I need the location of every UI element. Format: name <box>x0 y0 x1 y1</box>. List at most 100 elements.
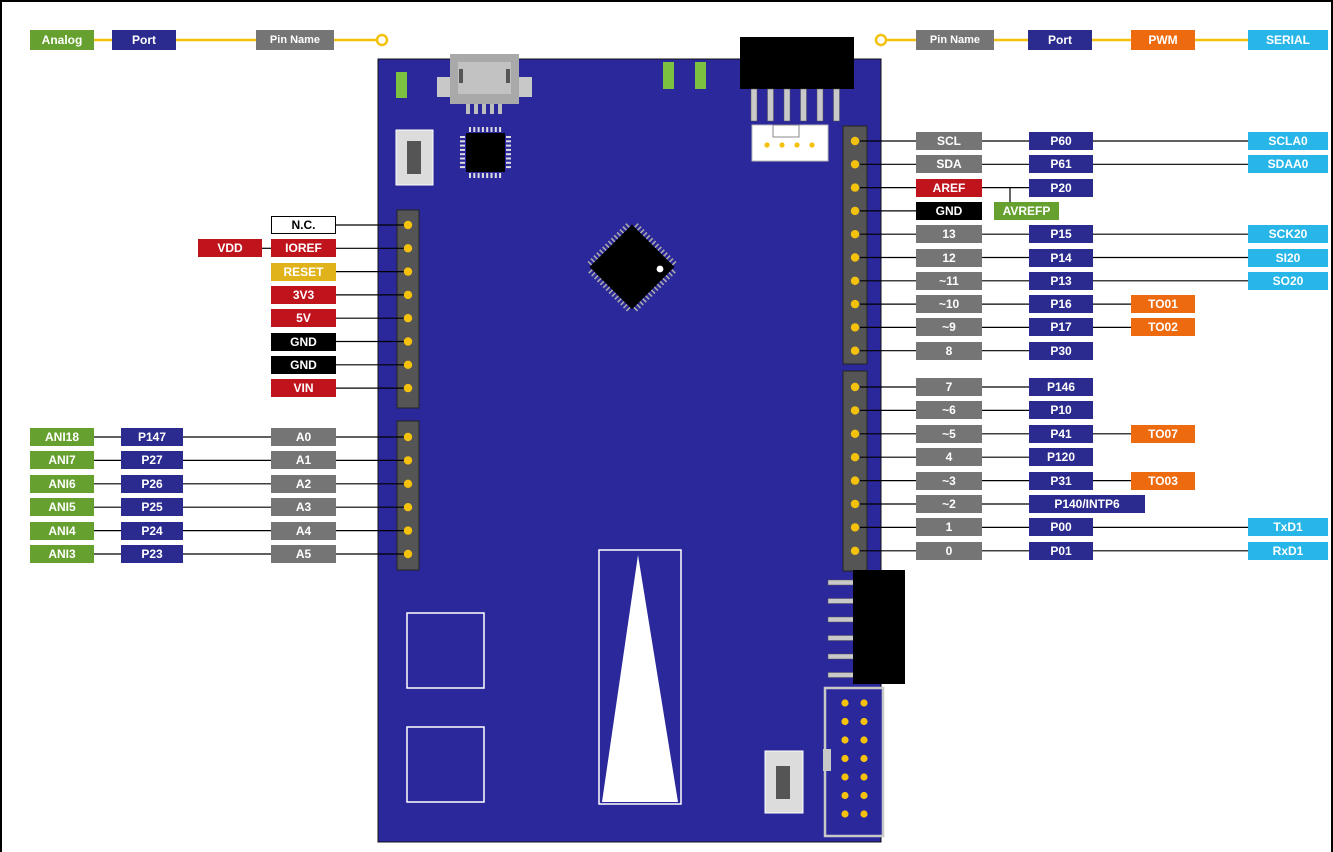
header-pin <box>403 244 413 253</box>
digital-pin-label: SDA <box>916 155 982 174</box>
header-pin <box>850 453 860 462</box>
digital-pwm-label: TO01 <box>1131 295 1195 314</box>
mcu-pin <box>588 269 593 274</box>
digital-pin-label: ~6 <box>916 401 982 420</box>
debug-header-pin <box>841 773 849 781</box>
mcu-pin <box>645 234 651 240</box>
analog-function-label: ANI5 <box>30 498 94 517</box>
header-pin <box>403 456 413 465</box>
ic-pin <box>460 148 465 151</box>
header-pin <box>403 479 413 488</box>
digital-port-label: P20 <box>1029 178 1093 197</box>
pad-outline-1 <box>406 612 485 689</box>
legend-left-pin-icon <box>375 33 389 47</box>
digital-port-label: P00 <box>1029 518 1093 537</box>
debug-header-pin <box>860 717 868 726</box>
ic-pin <box>469 173 471 178</box>
header-pin <box>403 526 413 535</box>
digital-pin-label: ~11 <box>916 271 982 290</box>
status-led-2 <box>695 62 706 89</box>
header-pin <box>850 253 860 262</box>
debug-header-pin <box>860 791 868 800</box>
digital-pin-label: AREF <box>916 178 982 197</box>
header-pin <box>403 267 413 276</box>
power-pin-label: RESET <box>271 262 336 281</box>
digital-serial-label: SDAA0 <box>1248 155 1328 174</box>
digital-pin-label: ~5 <box>916 424 982 443</box>
ic-pin <box>460 161 465 164</box>
mcu-pin <box>593 255 598 260</box>
analog-pin-label: A3 <box>271 498 336 517</box>
header-pin <box>403 360 413 369</box>
digital-pin-label: 1 <box>916 518 982 537</box>
mcu-pin <box>619 228 625 234</box>
debug-header-pin <box>841 717 849 726</box>
digital-pin-label: ~9 <box>916 318 982 337</box>
ic-pin <box>477 127 480 132</box>
ic-pin <box>473 127 476 132</box>
mcu-pin <box>639 228 645 234</box>
pcb-board <box>377 58 882 843</box>
digital-port-label: P10 <box>1029 401 1093 420</box>
mcu-pin <box>599 249 604 254</box>
header-pin <box>850 206 860 216</box>
ic-pin <box>460 144 465 147</box>
mcu-pin <box>668 272 673 277</box>
analog-pin-label: A0 <box>271 428 336 446</box>
analog-pin-label: A1 <box>271 451 336 470</box>
top-header-pin <box>750 88 758 122</box>
analog-function-label: ANI4 <box>30 521 94 540</box>
ic-pin <box>460 157 465 160</box>
mcu-pin <box>616 231 622 237</box>
power-led <box>396 72 407 98</box>
mcu-pin <box>654 243 660 249</box>
digital-port-label: P146 <box>1029 378 1093 396</box>
mcu-pin <box>645 295 650 300</box>
header-pin <box>403 337 413 346</box>
header-pin <box>850 323 860 332</box>
digital-serial-label: SCLA0 <box>1248 132 1328 150</box>
digital-serial-label: TxD1 <box>1248 518 1328 537</box>
digital-pin-label: ~10 <box>916 295 982 314</box>
mcu-pin <box>665 274 671 280</box>
mcu-pin <box>610 237 616 243</box>
usb-leg <box>490 104 494 114</box>
power-pin-label: VIN <box>271 379 336 398</box>
mcu-pin <box>625 306 631 312</box>
mcu-pin <box>663 252 668 257</box>
ic-pin <box>490 173 493 178</box>
analog-port-label: P23 <box>121 545 183 563</box>
digital-port-label: P140/INTP6 <box>1029 495 1145 513</box>
header-pin <box>403 220 413 230</box>
debug-header-key <box>823 749 831 771</box>
header-pin <box>403 383 413 393</box>
mcu-pin <box>659 280 665 286</box>
ic-pin <box>494 127 497 132</box>
debug-header-pin <box>841 736 849 744</box>
digital-pwm-label: TO02 <box>1131 318 1195 337</box>
ic-pin <box>506 153 511 156</box>
header-pin <box>403 503 413 512</box>
mcu-pin <box>650 289 656 295</box>
header-pin <box>850 346 860 355</box>
mcu-pin <box>622 303 628 309</box>
header-pin <box>850 523 860 532</box>
mcu-pin <box>596 277 602 283</box>
header-pin <box>850 546 860 555</box>
header-pin <box>850 406 860 415</box>
mcu-pin <box>613 234 619 240</box>
mcu-pin <box>602 246 607 252</box>
usb-leg <box>466 104 470 114</box>
ic-pin <box>473 173 476 178</box>
ic-pin <box>460 166 465 169</box>
power-extra-label: VDD <box>198 239 262 258</box>
digital-header-bottom-strip <box>842 370 868 572</box>
debug-header-pin <box>860 699 868 707</box>
usb-leg <box>482 104 486 114</box>
digital-pin-label: 13 <box>916 225 982 244</box>
mcu-pin <box>611 292 617 297</box>
mcu-pin <box>648 237 654 243</box>
mcu-pin <box>666 255 671 260</box>
ic-pin <box>506 144 511 147</box>
usb-tab-left <box>437 77 450 97</box>
